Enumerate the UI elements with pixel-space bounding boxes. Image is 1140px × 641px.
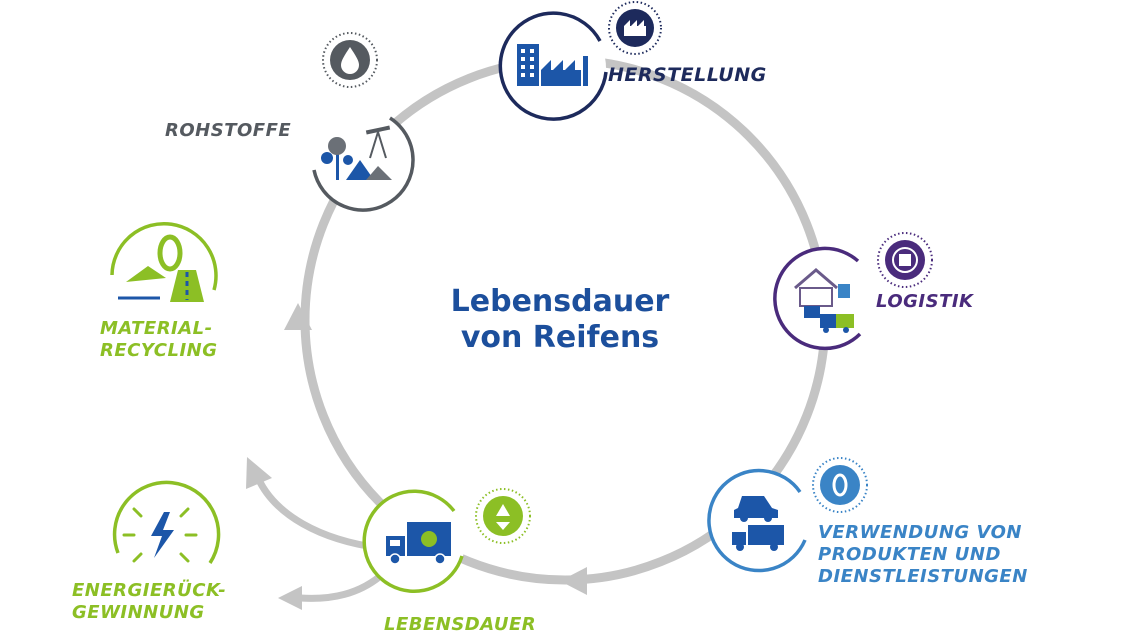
ring-arrow-bottom	[560, 567, 587, 595]
label-verwendung: VERWENDUNG VON PRODUKTEN UND DIENSTLEIST…	[818, 522, 1028, 588]
energie-arc	[112, 480, 221, 564]
tire-badge-icon	[812, 457, 868, 513]
label-verwendung-line-3: DIENSTLEISTUNGEN	[818, 566, 1028, 587]
herstellung-arc	[498, 11, 608, 121]
ring-arrow-left	[284, 303, 312, 330]
rohstoffe-arc	[312, 116, 415, 212]
lightning-icon	[122, 507, 198, 563]
center-title-line-2: von Reifens	[460, 320, 660, 355]
label-energie-line-2: GEWINNUNG	[72, 602, 205, 623]
stage-lebensdauer	[362, 488, 531, 594]
stage-rohstoffe	[312, 32, 415, 212]
recycle-badge-icon	[475, 488, 531, 544]
lebensdauer-arc	[362, 489, 464, 594]
trees-oilpump-icon	[321, 125, 392, 180]
label-verwendung-line-2: PRODUKTEN UND	[818, 544, 1001, 565]
label-material: MATERIAL- RECYCLING	[100, 318, 217, 362]
label-energie-line-1: ENERGIERÜCK-	[72, 580, 227, 601]
material-arc	[110, 222, 218, 291]
stage-energie	[112, 480, 221, 564]
branch-arrow-to-recycling	[254, 476, 381, 552]
verwendung-arc	[707, 468, 807, 573]
warehouse-truck-icon	[794, 268, 854, 333]
label-material-line-2: RECYCLING	[100, 340, 218, 361]
label-material-line-1: MATERIAL-	[100, 318, 213, 339]
label-verwendung-line-1: VERWENDUNG VON	[818, 522, 1022, 543]
label-energie: ENERGIERÜCK- GEWINNUNG	[72, 580, 226, 624]
label-herstellung: HERSTELLUNG	[608, 64, 767, 86]
branch-arrow-head-energy	[278, 586, 302, 610]
stage-logistik	[773, 232, 933, 351]
factory-icon	[517, 44, 588, 86]
label-lebensdauer: LEBENSDAUER	[384, 614, 537, 635]
tire-road-icon	[118, 234, 204, 302]
diagram-center-title: Lebensdauer von Reifens	[380, 284, 740, 356]
logistik-arc	[773, 246, 862, 351]
stage-herstellung	[498, 1, 662, 121]
oil-drop-badge-icon	[322, 32, 378, 88]
stage-verwendung	[707, 457, 868, 573]
rotating-box-badge-icon	[877, 232, 933, 288]
stage-material	[110, 222, 218, 302]
label-rohstoffe: ROHSTOFFE	[165, 120, 292, 141]
center-title-line-1: Lebensdauer	[450, 284, 670, 319]
branch-arrow-to-energy	[299, 569, 388, 602]
car-truck-icon	[732, 496, 784, 551]
label-logistik: LOGISTIK	[876, 291, 974, 312]
branch-arrow-head-recycling	[246, 457, 272, 489]
recycling-truck-icon	[386, 522, 451, 565]
factory-badge-icon	[608, 1, 662, 55]
